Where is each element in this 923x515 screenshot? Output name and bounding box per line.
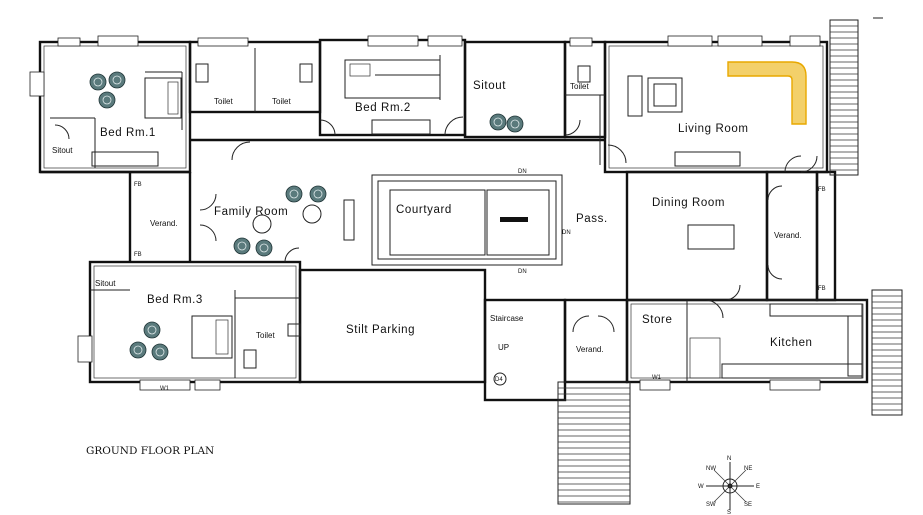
label-up: UP (498, 343, 509, 352)
courtyard (371, 174, 563, 266)
room-labels: Bed Rm.1 Bed Rm.2 Bed Rm.3 Living Room F… (52, 80, 826, 392)
plant-icon (143, 321, 161, 339)
compass-sw: SW (706, 502, 716, 508)
compass-n: N (727, 456, 731, 462)
plant-icon (255, 239, 273, 257)
plant-icon (309, 185, 327, 203)
room-label-family-room: Family Room (214, 206, 288, 218)
label-window-w1: W1 (160, 386, 170, 392)
room-label-bed-2: Bed Rm.2 (355, 102, 411, 114)
external-stairs (557, 19, 903, 505)
label-window-w1: W1 (652, 375, 662, 381)
label-sitout-1: Sitout (52, 146, 73, 155)
plant-icon (506, 115, 524, 133)
room-label-passage: Pass. (576, 213, 608, 225)
room-label-staircase: Staircase (490, 314, 524, 323)
label-fb: FB (134, 252, 142, 258)
compass-w: W (698, 484, 704, 490)
label-dn: DN (518, 269, 527, 275)
plant-icon (129, 341, 147, 359)
label-dn: DN (562, 230, 571, 236)
room-label-sitout: Sitout (473, 80, 506, 92)
room-label-bed-3: Bed Rm.3 (147, 294, 203, 306)
room-label-courtyard: Courtyard (396, 204, 452, 216)
plant-icon (89, 73, 107, 91)
label-toilet-4: Toilet (256, 331, 275, 340)
label-dn: DN (518, 169, 527, 175)
room-label-store: Store (642, 314, 673, 326)
label-toilet-1: Toilet (214, 97, 233, 106)
plant-icon (151, 343, 169, 361)
label-veranda-west: Verand. (150, 219, 178, 228)
compass-e: E (756, 484, 760, 490)
room-label-kitchen: Kitchen (770, 337, 813, 349)
plant-icon (108, 71, 126, 89)
windows (29, 35, 821, 391)
compass-ne: NE (744, 466, 752, 472)
label-fb: FB (134, 182, 142, 188)
label-door-d4: D4 (495, 377, 503, 383)
doors (54, 116, 818, 333)
label-fb: FB (818, 286, 826, 292)
plant-icon (285, 185, 303, 203)
label-veranda-east: Verand. (774, 231, 802, 240)
compass-nw: NW (706, 466, 716, 472)
furniture (91, 59, 863, 379)
label-veranda-south: Verand. (576, 345, 604, 354)
room-label-dining-room: Dining Room (652, 197, 725, 209)
plants (89, 71, 524, 361)
label-sitout-3: Sitout (95, 279, 116, 288)
label-fb: FB (818, 187, 826, 193)
interior-walls (50, 48, 867, 382)
compass-icon: N S E W NE NW SE SW (698, 456, 760, 515)
label-toilet-2: Toilet (272, 97, 291, 106)
room-label-living-room: Living Room (678, 123, 749, 135)
compass-se: SE (744, 502, 752, 508)
plant-icon (489, 113, 507, 131)
compass-s: S (727, 510, 731, 515)
plant-icon (98, 91, 116, 109)
plant-icon (233, 237, 251, 255)
room-label-bed-1: Bed Rm.1 (100, 127, 156, 139)
plan-title: GROUND FLOOR PLAN (86, 445, 214, 457)
room-label-stilt-parking: Stilt Parking (346, 324, 415, 336)
label-toilet-3: Toilet (570, 82, 589, 91)
